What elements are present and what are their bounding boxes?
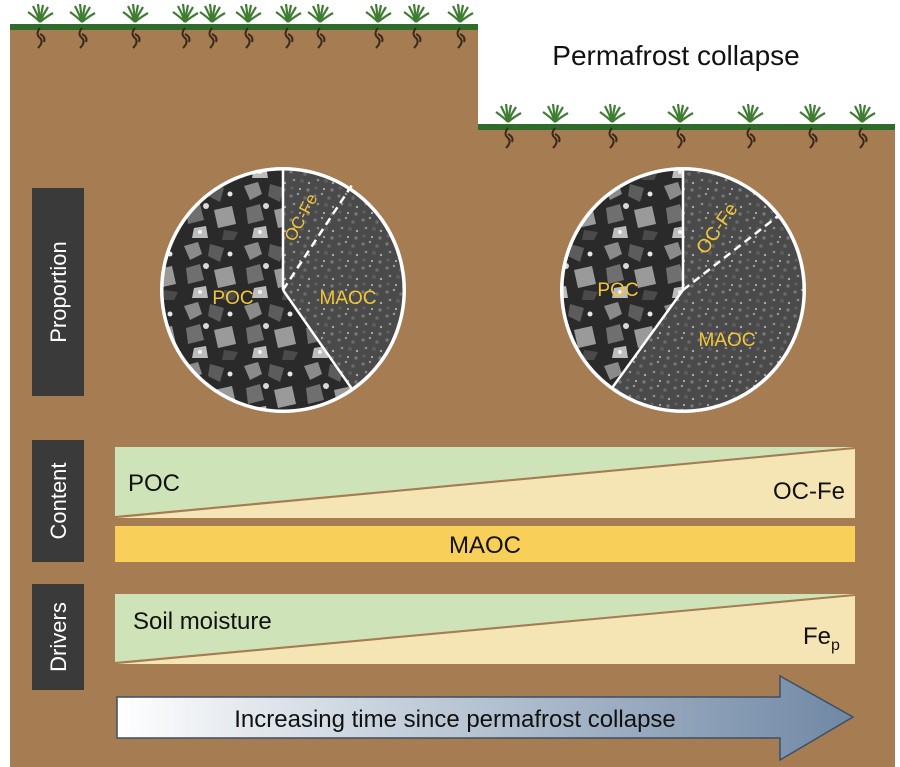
grass-tuft-icon: [235, 3, 262, 49]
drivers-fep-wedge: [117, 596, 855, 664]
proportion-label: Proportion: [46, 241, 71, 343]
proportion-label-box: Proportion: [32, 188, 84, 396]
grass-tuft-icon: [599, 103, 626, 149]
ground-surface-upper: [10, 24, 478, 30]
content-ocfe-label: OC-Fe: [773, 478, 845, 505]
drivers-label: Drivers: [46, 602, 71, 672]
page-title: Permafrost collapse: [552, 40, 799, 71]
pie-chart-late: POC MAOC OC-Fe: [560, 167, 806, 413]
grass-tuft-icon: [172, 3, 199, 49]
grass-tuft-icon: [495, 103, 522, 149]
content-poc-label: POC: [128, 470, 180, 497]
content-gradient-bar: POC OC-Fe: [115, 447, 855, 518]
grass-tuft-icon: [667, 103, 694, 149]
pie2-maoc-slice: [612, 169, 804, 411]
content-ocfe-wedge: [117, 449, 855, 518]
pie2-poc-slice: [561, 169, 683, 388]
content-poc-wedge: [115, 447, 855, 516]
pie2-poc-label: POC: [597, 280, 638, 301]
grass-tuft-icon: [737, 103, 764, 149]
grass-tuft-icon: [447, 3, 474, 49]
content-label-box: Content: [32, 440, 84, 562]
grass-tufts: [27, 3, 876, 149]
grass-tuft-icon: [275, 3, 302, 49]
grass-tuft-icon: [403, 3, 430, 49]
drivers-moisture-wedge: [115, 594, 855, 662]
pie2-maoc-label: MAOC: [699, 330, 756, 351]
grass-tuft-icon: [27, 3, 54, 49]
pie-chart-early: POC MAOC OC-Fe: [160, 167, 406, 413]
grass-tuft-icon: [199, 3, 226, 49]
grass-tuft-icon: [307, 3, 334, 49]
grass-tuft-icon: [69, 3, 96, 49]
pie1-poc-label: POC: [212, 288, 253, 309]
pie1-maoc-label: MAOC: [320, 288, 377, 309]
content-label: Content: [46, 462, 71, 539]
ground-surface-lower: [478, 124, 895, 130]
drivers-fep-label: Fep: [803, 623, 840, 654]
time-arrow: Increasing time since permafrost collaps…: [116, 674, 855, 762]
grass-tuft-icon: [365, 3, 392, 49]
maoc-bar-label: MAOC: [449, 532, 521, 559]
pie1-poc-slice: [161, 168, 352, 411]
grass-tuft-icon: [799, 103, 826, 149]
time-arrow-label: Increasing time since permafrost collaps…: [234, 706, 676, 733]
maoc-bar: MAOC: [115, 526, 855, 562]
grass-tuft-icon: [849, 103, 876, 149]
pie1-maoc-slice: [283, 169, 404, 389]
drivers-label-box: Drivers: [32, 584, 84, 690]
grass-tuft-icon: [542, 103, 569, 149]
drivers-gradient-bar: Soil moisture Fep: [115, 594, 855, 664]
grass-tuft-icon: [122, 3, 149, 49]
drivers-moisture-label: Soil moisture: [133, 608, 272, 635]
